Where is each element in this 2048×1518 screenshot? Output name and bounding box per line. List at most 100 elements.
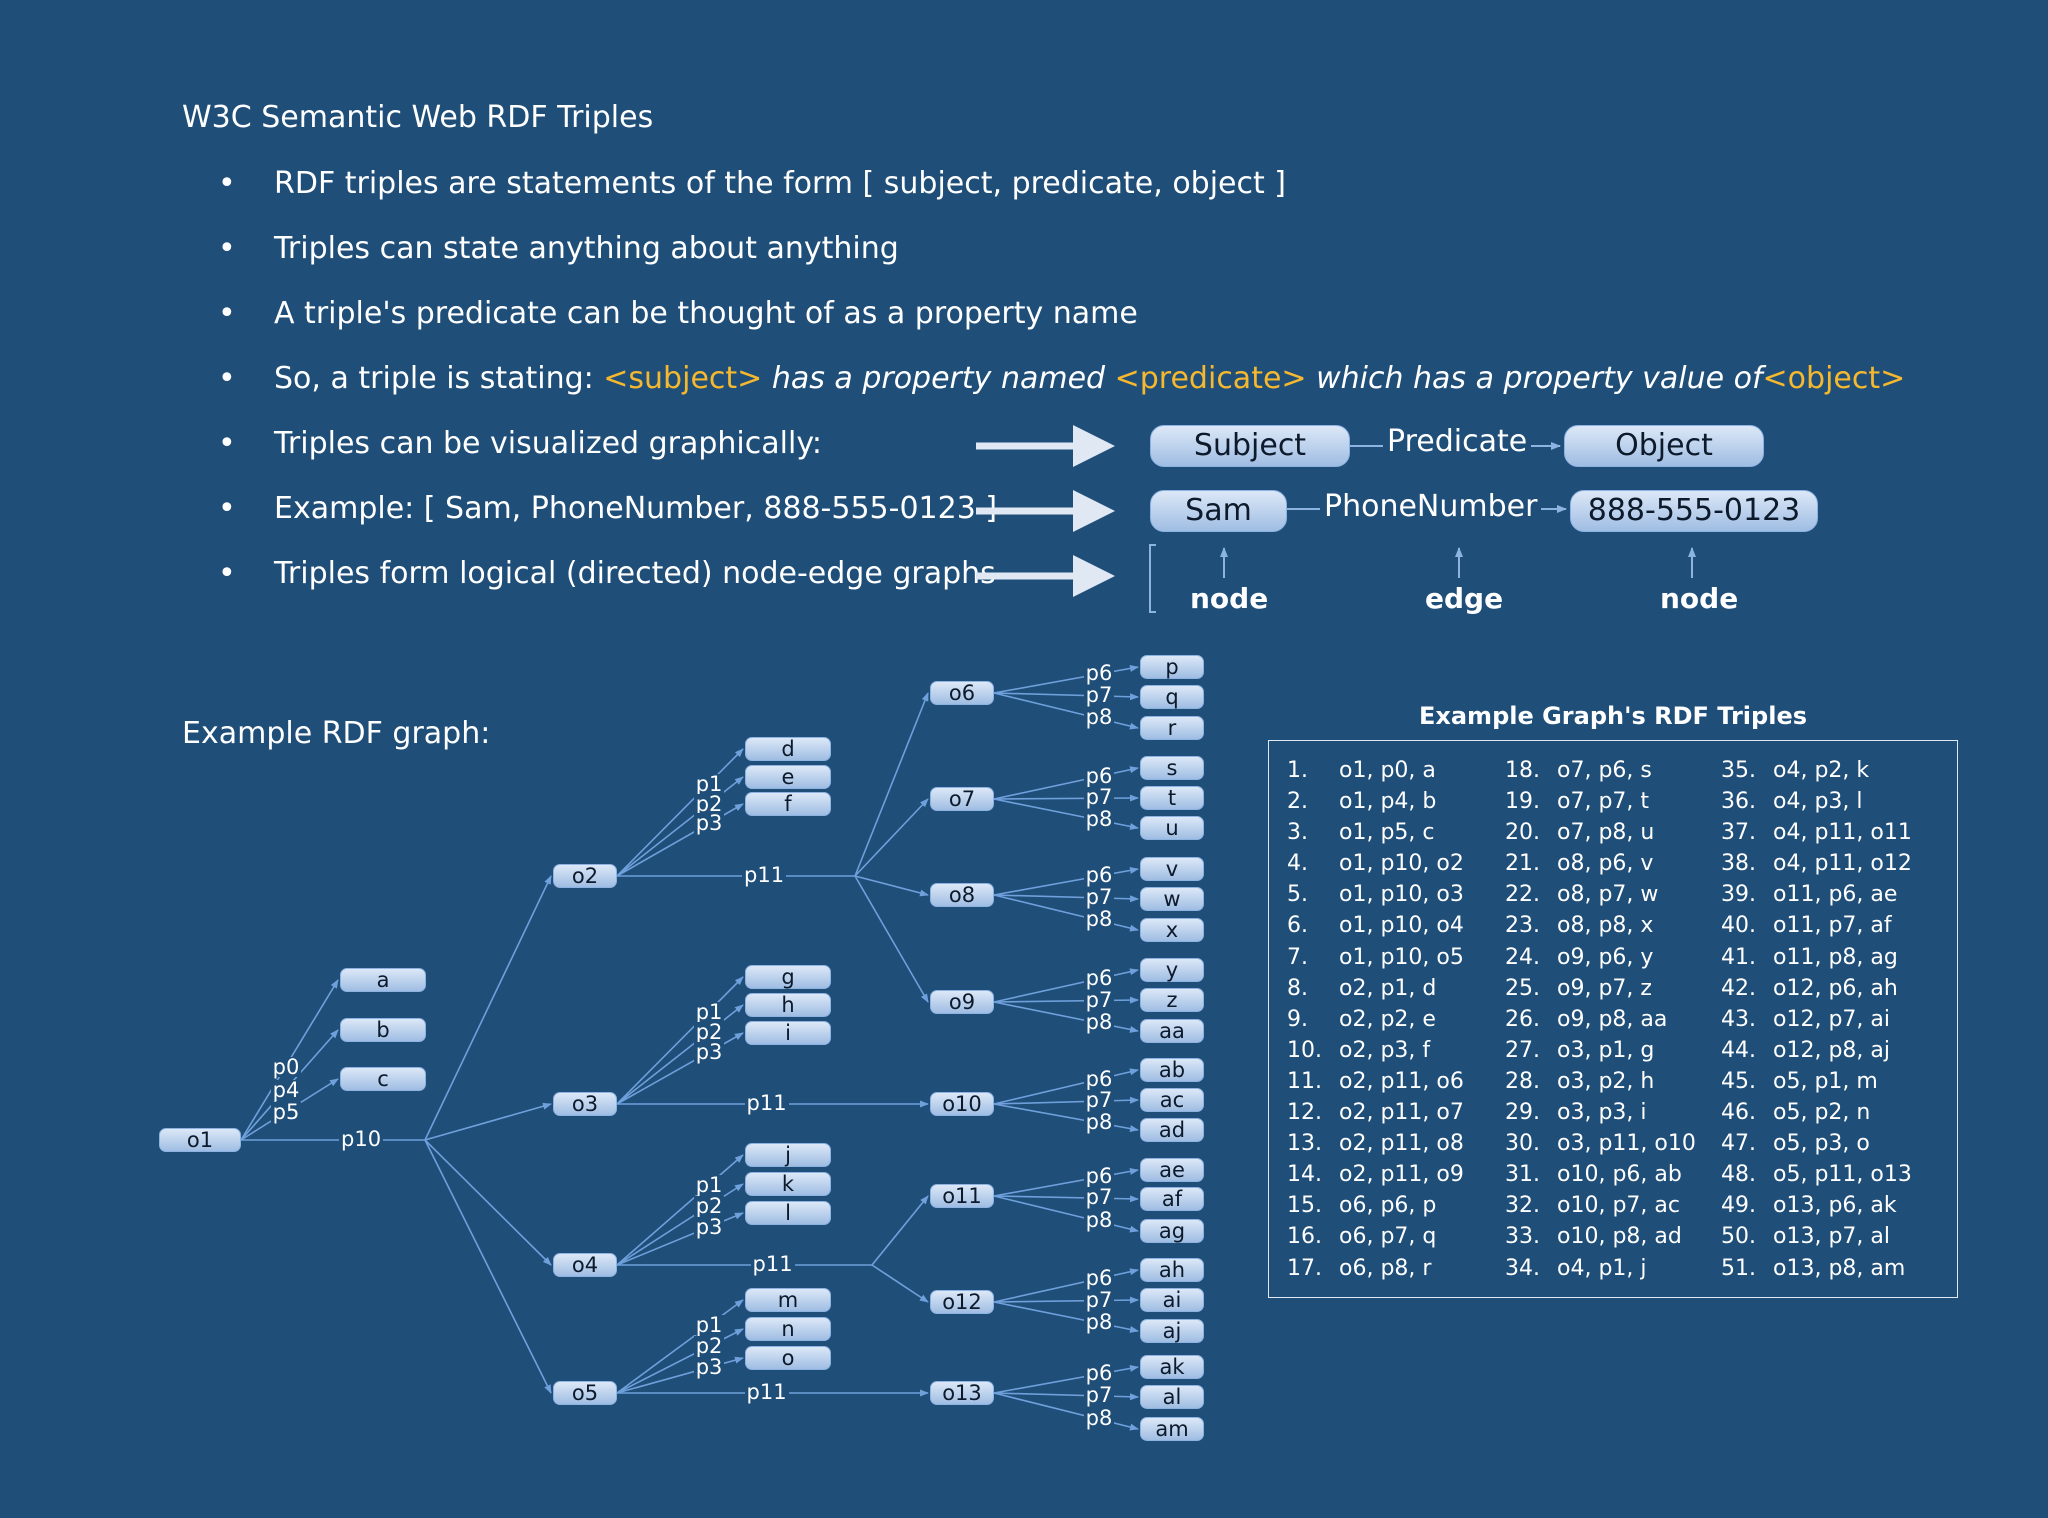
triple-row: 14.o2, p11, o9 — [1287, 1159, 1464, 1190]
edge-label-p6: p6 — [1083, 965, 1115, 990]
triple-number: 32. — [1505, 1193, 1540, 1219]
edge-label-p7: p7 — [1083, 785, 1115, 810]
triple-number: 44. — [1721, 1037, 1756, 1063]
triple-number: 48. — [1721, 1162, 1756, 1188]
graph-edge — [993, 1268, 1139, 1303]
stating-subject: <subject> — [603, 361, 763, 396]
triple-row: 8.o2, p1, d — [1287, 973, 1464, 1004]
triple-text: o3, p1, g — [1557, 1037, 1655, 1063]
stating-object: <object> — [1762, 361, 1906, 396]
graph-node-e: e — [745, 765, 831, 789]
triple-number: 25. — [1505, 975, 1540, 1001]
triple-number: 20. — [1505, 820, 1540, 846]
triple-text: o12, p8, aj — [1773, 1037, 1890, 1063]
triple-row: 12.o2, p11, o7 — [1287, 1097, 1464, 1128]
graph-edge — [993, 1392, 1139, 1401]
triple-number: 19. — [1505, 789, 1540, 815]
graph-node-o11: o11 — [930, 1184, 994, 1208]
triple-row: 50.o13, p7, al — [1721, 1221, 1912, 1252]
edge-label: edge — [1425, 582, 1504, 615]
triple-number: 45. — [1721, 1068, 1756, 1094]
graph-edge — [993, 1195, 1139, 1233]
graph-edge — [993, 692, 1139, 730]
bullet-dot: • — [218, 491, 236, 526]
triple-row: 16.o6, p7, q — [1287, 1221, 1464, 1252]
graph-node-o8: o8 — [930, 883, 994, 907]
triple-number: 23. — [1505, 913, 1540, 939]
triple-number: 34. — [1505, 1255, 1540, 1281]
graph-node-ab: ab — [1140, 1058, 1204, 1082]
triple-row: 11.o2, p11, o6 — [1287, 1066, 1464, 1097]
edge-label-p1: p1 — [693, 1172, 725, 1197]
triple-number: 51. — [1721, 1255, 1756, 1281]
triple-number: 33. — [1505, 1224, 1540, 1250]
triple-row: 29.o3, p3, i — [1505, 1097, 1696, 1128]
edge-label-p5: p5 — [270, 1099, 302, 1124]
triple-text: o3, p3, i — [1557, 1100, 1647, 1126]
triple-row: 35.o4, p2, k — [1721, 755, 1912, 786]
triple-row: 18.o7, p6, s — [1505, 755, 1696, 786]
edge-label-p7: p7 — [1083, 1088, 1115, 1113]
triple-text: o7, p6, s — [1557, 758, 1652, 783]
graph-node-i: i — [745, 1021, 831, 1045]
edge-label-p1: p1 — [693, 1313, 725, 1338]
triple-text: o7, p7, t — [1557, 789, 1650, 815]
triple-row: 51.o13, p8, am — [1721, 1253, 1912, 1284]
graph-node-b: b — [340, 1018, 426, 1042]
triple-text: o6, p7, q — [1339, 1224, 1437, 1250]
graph-edge — [854, 798, 929, 877]
bullet-text: RDF triples are statements of the form [… — [274, 166, 1287, 201]
triple-number: 13. — [1287, 1131, 1322, 1157]
triple-text: o10, p8, ad — [1557, 1224, 1682, 1250]
graph-edge — [993, 794, 1139, 802]
graph-node-c: c — [340, 1067, 426, 1091]
bullet-dot: • — [218, 231, 236, 266]
triple-text: o1, p5, c — [1339, 820, 1435, 846]
triple-number: 28. — [1505, 1068, 1540, 1094]
triple-text: o4, p11, o11 — [1773, 820, 1912, 846]
edge-label-p11: p11 — [744, 1091, 789, 1115]
triple-number: 43. — [1721, 1006, 1756, 1032]
bullet-dot: • — [218, 361, 236, 396]
triple-row: 20.o7, p8, u — [1505, 817, 1696, 848]
graph-edge — [993, 1301, 1139, 1333]
graph-node-al: al — [1140, 1385, 1204, 1409]
triple-number: 42. — [1721, 975, 1756, 1001]
graph-node-w: w — [1140, 887, 1204, 911]
node-label-left: node — [1190, 582, 1269, 615]
triple-row: 44. o12, p8, aj — [1721, 1035, 1912, 1066]
triple-text: o4, p3, l — [1773, 789, 1863, 815]
triple-row: 26.o9, p8, aa — [1505, 1004, 1696, 1035]
graph-edge — [993, 798, 1139, 830]
triple-number: 24. — [1505, 944, 1540, 970]
triple-number: 38. — [1721, 851, 1756, 877]
triple-number: 2. — [1287, 789, 1308, 815]
edge-label-p6: p6 — [1083, 1066, 1115, 1091]
edge-label-p7: p7 — [1083, 1185, 1115, 1210]
edge-label-p8: p8 — [1083, 1109, 1115, 1134]
triple-number: 21. — [1505, 851, 1540, 877]
stating-lead: So, a triple is stating: — [274, 361, 594, 396]
bullet-dot: • — [218, 556, 236, 591]
triple-text: o3, p11, o10 — [1557, 1131, 1696, 1157]
triple-row: 39.o11, p6, ae — [1721, 879, 1912, 910]
bullet-text: So, a triple is stating: <subject> has a… — [274, 361, 1905, 396]
triple-row: 19. o7, p7, t — [1505, 786, 1696, 817]
triple-row: 32.o10, p7, ac — [1505, 1190, 1696, 1221]
graph-node-v: v — [1140, 857, 1204, 881]
triple-text: o6, p8, r — [1339, 1255, 1432, 1281]
edge-label-p3: p3 — [693, 811, 725, 836]
edge-label-p2: p2 — [693, 791, 725, 816]
triple-row: 42.o12, p6, ah — [1721, 973, 1912, 1004]
triple-number: 1. — [1287, 758, 1308, 783]
triple-number: 6. — [1287, 913, 1308, 939]
triple-row: 2.o1, p4, b — [1287, 786, 1464, 817]
graph-node-af: af — [1140, 1187, 1204, 1211]
stating-has-property: has a property named — [771, 361, 1106, 396]
triple-row: 13.o2, p11, o8 — [1287, 1128, 1464, 1159]
graph-edge — [993, 766, 1139, 800]
graph-edge — [993, 1296, 1139, 1304]
graph-edge — [854, 875, 929, 897]
triple-row: 37.o4, p11, o11 — [1721, 817, 1912, 848]
